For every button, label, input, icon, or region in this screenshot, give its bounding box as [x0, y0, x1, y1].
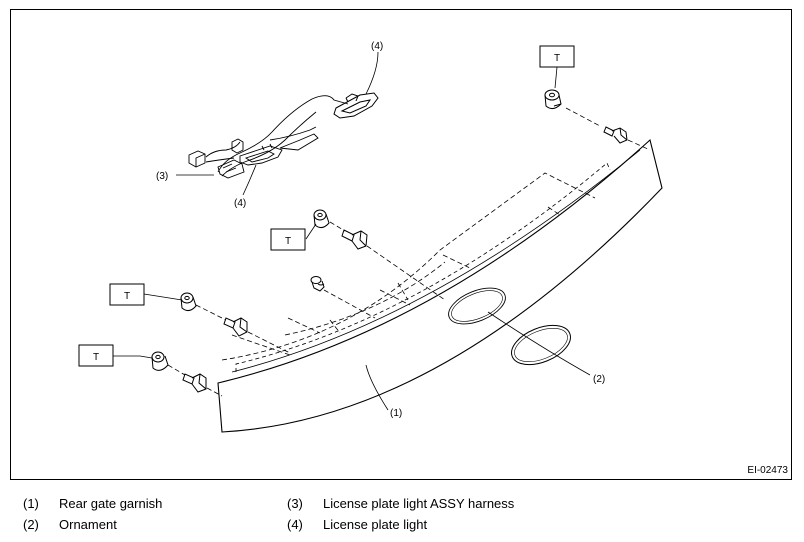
torque-box-left-middle: T: [109, 283, 145, 306]
callout-2: (2): [593, 374, 605, 385]
ornament: [448, 287, 571, 366]
stud-bottom-left: [182, 373, 207, 393]
rear-gate-garnish: [217, 138, 663, 433]
legend-item-3: (3)License plate light ASSY harness: [287, 496, 515, 511]
stud-left-middle: [223, 317, 248, 337]
license-plate-light-harness: [188, 95, 349, 179]
nut-top-right: [544, 89, 562, 110]
legend-item-1: (1)Rear gate garnish: [23, 496, 163, 511]
nut-bottom-left: [151, 351, 169, 371]
garnish-hidden-outline: [221, 172, 596, 361]
clip: [310, 276, 325, 292]
legend-item-4: (4)License plate light: [287, 517, 428, 532]
stud-middle: [341, 229, 368, 250]
stud-top-right: [603, 126, 628, 144]
torque-label: T: [93, 352, 99, 363]
license-plate-light-top: [333, 92, 379, 119]
torque-label: T: [285, 236, 291, 247]
diagram-frame: [10, 9, 792, 480]
torque-box-top-right: T: [539, 45, 575, 68]
figure-id: EI-02473: [747, 465, 788, 476]
legend-item-2: (2)Ornament: [23, 517, 117, 532]
torque-label: T: [554, 53, 560, 64]
callout-leaders: [112, 51, 591, 411]
torque-box-middle: T: [270, 228, 306, 251]
nut-left-middle: [180, 292, 197, 312]
torque-label: T: [124, 291, 130, 302]
torque-box-bottom-left: T: [78, 344, 114, 367]
callout-4-lower: (4): [234, 198, 246, 209]
nut-middle: [313, 209, 330, 229]
callout-1: (1): [390, 408, 402, 419]
callout-4-upper: (4): [371, 41, 383, 52]
callout-3: (3): [156, 171, 168, 182]
